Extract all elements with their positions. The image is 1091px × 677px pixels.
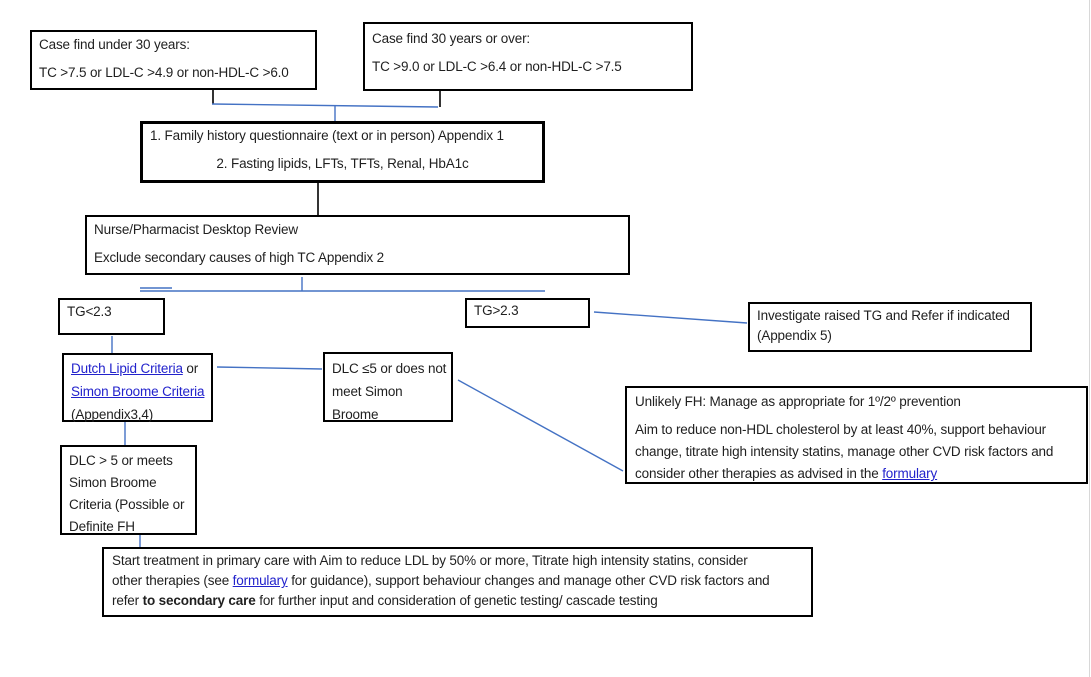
unlikely-fh-body-line1: Aim to reduce non-HDL cholesterol by at … bbox=[635, 422, 1047, 437]
tg-over-label: TG>2.3 bbox=[474, 303, 519, 318]
treatment-line1: Start treatment in primary care with Aim… bbox=[112, 553, 748, 568]
connector-casefind-join bbox=[211, 103, 439, 108]
dlc-high-line3: Criteria (Possible or bbox=[69, 497, 185, 512]
unlikely-fh-title: Unlikely FH: Manage as appropriate for 1… bbox=[635, 394, 961, 409]
simon-broome-criteria-link[interactable]: Simon Broome Criteria bbox=[71, 384, 205, 399]
box-dlc-5-or-less: DLC ≤5 or does not meet Simon Broome bbox=[323, 352, 453, 422]
investigate-line2: (Appendix 5) bbox=[757, 328, 832, 343]
box-start-treatment: Start treatment in primary care with Aim… bbox=[102, 547, 813, 617]
box-tg-under-2-3: TG<2.3 bbox=[58, 298, 165, 335]
dlc-high-line1: DLC > 5 or meets bbox=[69, 453, 173, 468]
treatment-line3-b: for further input and consideration of g… bbox=[255, 593, 658, 608]
workup-step-1: 1. Family history questionnaire (text or… bbox=[150, 128, 504, 143]
box-investigate-raised-tg: Investigate raised TG and Refer if indic… bbox=[748, 302, 1032, 352]
box-tg-over-2-3: TG>2.3 bbox=[465, 298, 590, 328]
dlc-high-line4: Definite FH bbox=[69, 519, 135, 534]
box-unlikely-fh: Unlikely FH: Manage as appropriate for 1… bbox=[625, 386, 1088, 484]
connector-tghigh-to-investigate bbox=[593, 311, 748, 324]
workup-step-2: 2. Fasting lipids, LFTs, TFTs, Renal, Hb… bbox=[216, 156, 469, 171]
case-over-30-title: Case find 30 years or over: bbox=[372, 31, 531, 46]
case-over-30-criteria: TC >9.0 or LDL-C >6.4 or non-HDL-C >7.5 bbox=[372, 59, 622, 74]
secondary-care-bold-text: to secondary care bbox=[142, 593, 256, 608]
formulary-link[interactable]: formulary bbox=[232, 573, 288, 588]
box-family-history-workup: 1. Family history questionnaire (text or… bbox=[140, 121, 545, 183]
box-nurse-pharmacist-review: Nurse/Pharmacist Desktop Review Exclude … bbox=[85, 215, 630, 275]
treatment-line2-b: for guidance), support behaviour changes… bbox=[287, 573, 770, 588]
box-dlc-over-5: DLC > 5 or meets Simon Broome Criteria (… bbox=[60, 445, 197, 535]
treatment-line3-a: refer bbox=[112, 593, 143, 608]
investigate-line1: Investigate raised TG and Refer if indic… bbox=[757, 308, 1010, 323]
box-case-find-over-30: Case find 30 years or over: TC >9.0 or L… bbox=[363, 22, 693, 91]
connector-dlclow-to-unlikely bbox=[457, 379, 624, 472]
box-case-find-under-30: Case find under 30 years: TC >7.5 or LDL… bbox=[30, 30, 317, 90]
dlc-low-line3: Broome bbox=[332, 407, 379, 422]
treatment-line2-a: other therapies (see bbox=[112, 573, 233, 588]
case-under-30-criteria: TC >7.5 or LDL-C >4.9 or non-HDL-C >6.0 bbox=[39, 65, 289, 80]
review-exclude-secondary: Exclude secondary causes of high TC Appe… bbox=[94, 250, 385, 265]
page-edge-line bbox=[1089, 0, 1090, 677]
dutch-lipid-criteria-link[interactable]: Dutch Lipid Criteria bbox=[71, 361, 183, 376]
connector-criteria-to-dlclow bbox=[216, 366, 323, 370]
formulary-link[interactable]: formulary bbox=[882, 466, 938, 481]
dlc-low-line1: DLC ≤5 or does not bbox=[332, 361, 447, 376]
or-text: or bbox=[182, 361, 199, 376]
dlc-low-line2: meet Simon bbox=[332, 384, 403, 399]
case-under-30-title: Case find under 30 years: bbox=[39, 37, 190, 52]
box-criteria-links: Dutch Lipid Criteria or Simon Broome Cri… bbox=[62, 353, 213, 422]
dlc-high-line2: Simon Broome bbox=[69, 475, 157, 490]
tg-under-label: TG<2.3 bbox=[67, 304, 112, 319]
unlikely-fh-body-line3: consider other therapies as advised in t… bbox=[635, 466, 883, 481]
unlikely-fh-body-line2: change, titrate high intensity statins, … bbox=[635, 444, 1054, 459]
review-title: Nurse/Pharmacist Desktop Review bbox=[94, 222, 298, 237]
appendix-3-4-label: (Appendix3,4) bbox=[71, 407, 154, 422]
